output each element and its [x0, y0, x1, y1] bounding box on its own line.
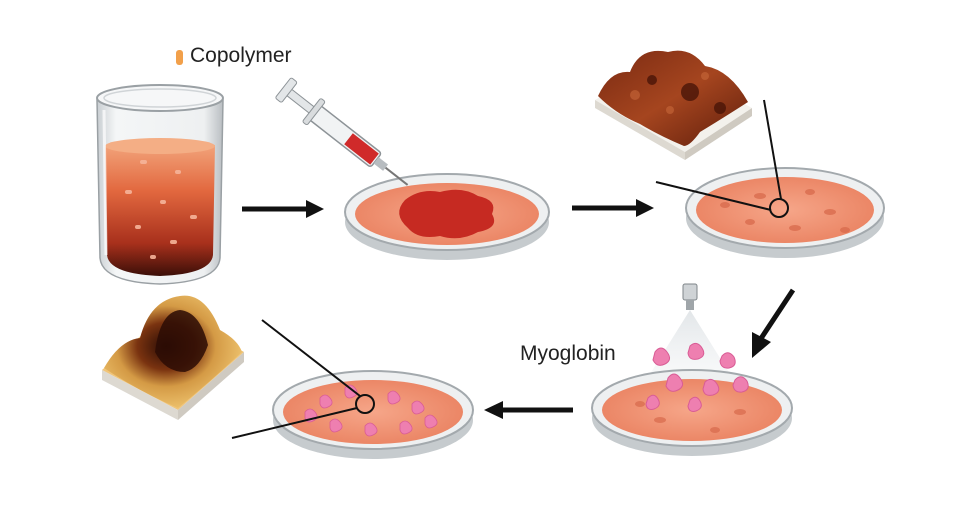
copolymer-label: Copolymer	[190, 44, 292, 67]
myoglobin-label: Myoglobin	[520, 342, 616, 365]
arrow-2	[572, 199, 654, 217]
zoom-circle	[769, 198, 789, 218]
afm-inset-film	[595, 50, 752, 160]
copolymer-marker-icon	[176, 50, 183, 65]
myoglobin-molecules-spray	[645, 342, 749, 412]
petri-dish-casting	[344, 173, 550, 260]
polymer-solution	[105, 145, 215, 276]
arrow-4	[484, 401, 573, 419]
cast-film	[399, 189, 495, 239]
petri-dish-myoglobin-film	[231, 319, 474, 459]
afm-inset-myoglobin	[102, 295, 244, 420]
adsorbed-myoglobin	[304, 384, 438, 437]
syringe	[275, 77, 409, 186]
zoom-circle	[355, 394, 375, 414]
petri-dish-dried-film	[655, 99, 885, 258]
arrow-1	[242, 200, 324, 218]
arrow-3	[752, 288, 796, 358]
beaker	[96, 84, 224, 285]
petri-dish-spraying	[591, 369, 793, 456]
copolymer-particles	[125, 160, 197, 259]
